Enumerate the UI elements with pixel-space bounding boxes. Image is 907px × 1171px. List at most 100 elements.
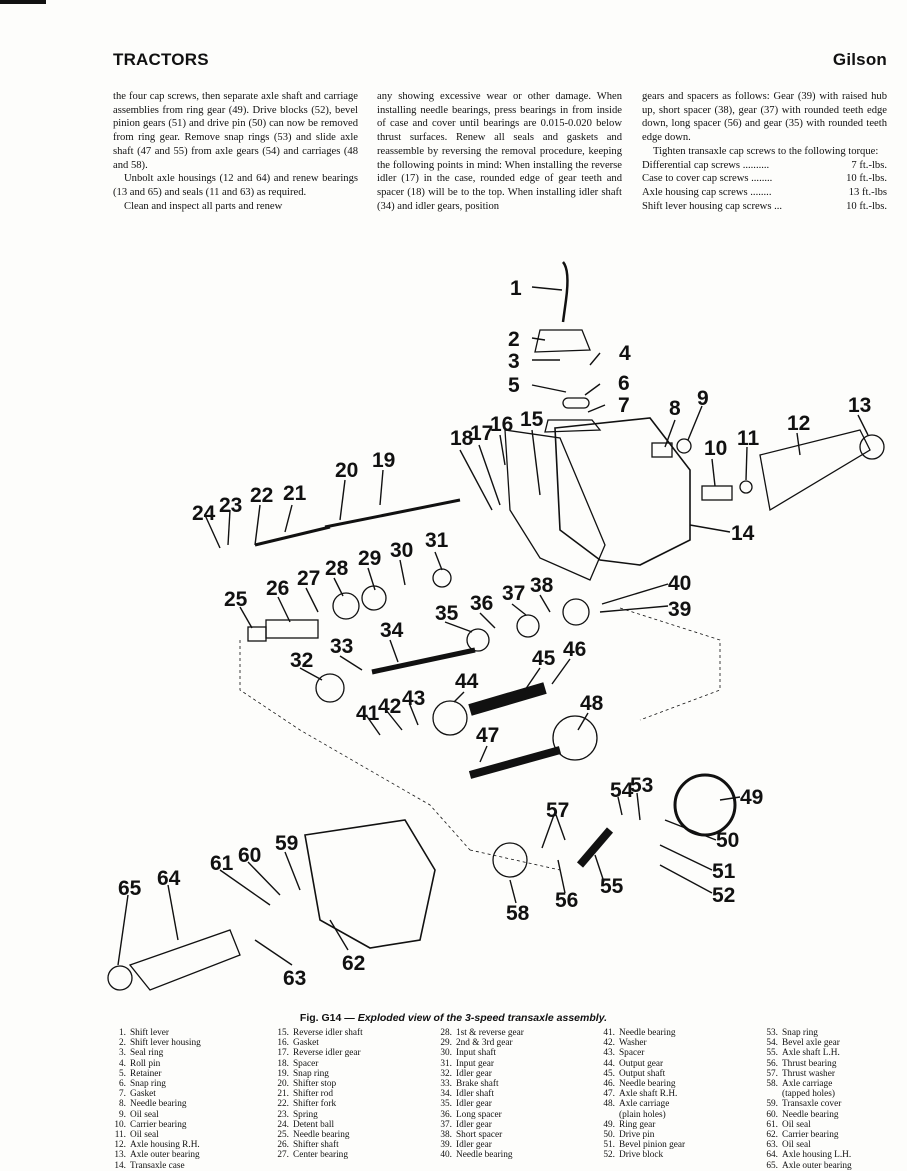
section-header-tractors: TRACTORS <box>113 50 209 69</box>
text-column-1: the four cap screws, then separate axle … <box>113 90 358 213</box>
ring-gear-drawing <box>673 773 737 837</box>
legend-item: 52.Drive block <box>603 1150 664 1161</box>
paragraph: Clean and inspect all parts and renew <box>124 200 283 212</box>
callout-40: 40 <box>668 572 691 595</box>
legend-item: 20.Shifter stop <box>277 1079 337 1090</box>
callout-31: 31 <box>425 529 449 552</box>
legend-item: 21.Shifter rod <box>277 1089 334 1100</box>
legend-item: 63.Oil seal <box>766 1140 811 1151</box>
paragraph: Unbolt axle housings (12 and 64) and ren… <box>113 173 358 198</box>
legend-item: 37.Idler gear <box>440 1119 492 1130</box>
legend-item: 5.Retainer <box>119 1068 162 1079</box>
top-rule <box>0 0 46 4</box>
callout-5: 5 <box>508 374 520 397</box>
torque-dots: ........ <box>748 173 773 185</box>
callout-28: 28 <box>325 557 349 580</box>
callout-43: 43 <box>402 687 425 710</box>
callout-35: 35 <box>435 602 459 625</box>
carriage-58-drawing <box>492 842 528 878</box>
legend-item: 33.Brake shaft <box>440 1079 499 1090</box>
legend-item: 62.Carrier bearing <box>766 1130 839 1141</box>
legend-item: 26.Shifter shaft <box>277 1140 339 1151</box>
legend-item: 1.Shift lever <box>119 1028 169 1038</box>
torque-label: Case to cover cap screws <box>642 173 749 185</box>
legend-column-1: 1.Shift lever 2.Shift lever housing 3.Se… <box>108 1028 273 1171</box>
legend-item: 64.Axle housing L.H. <box>766 1150 852 1161</box>
oil-seal-11-drawing <box>739 480 753 494</box>
legend-item: 25.Needle bearing <box>277 1130 350 1141</box>
axle-housing-lh-drawing <box>128 929 241 991</box>
legend-item: 49.Ring gear <box>603 1119 656 1130</box>
gasket-16-drawing <box>504 429 606 581</box>
legend-item: 30.Input shaft <box>440 1048 497 1059</box>
paragraph: Tighten transaxle cap screws to the foll… <box>653 145 879 157</box>
callout-55: 55 <box>600 875 624 898</box>
gear-35-drawing <box>466 628 490 652</box>
callout-57: 57 <box>546 799 569 822</box>
legend-item: 41.Needle bearing <box>603 1028 676 1038</box>
callout-7: 7 <box>618 394 630 417</box>
shifter-rod-drawing <box>254 525 331 547</box>
torque-value: 10 ft.-lbs. <box>846 173 887 185</box>
legend-item: 8.Needle bearing <box>119 1099 187 1110</box>
callout-50: 50 <box>716 829 739 852</box>
legend-item: 14.Transaxle case <box>114 1160 185 1171</box>
gear-29-drawing <box>361 585 387 611</box>
legend-item: 57.Thrust washer <box>766 1068 835 1079</box>
torque-value: 10 ft.-lbs. <box>846 200 887 212</box>
callout-20: 20 <box>335 459 358 482</box>
legend-item: 28.1st & reverse gear <box>440 1028 524 1038</box>
legend-column-4: 41.Needle bearing 42.Washer 43.Spacer 44… <box>597 1028 762 1161</box>
callout-4: 4 <box>619 342 631 365</box>
callout-14: 14 <box>731 522 755 545</box>
legend-column-3: 28.1st & reverse gear 29.2nd & 3rd gear … <box>434 1028 599 1161</box>
callout-22: 22 <box>250 484 273 507</box>
legend-item: 24.Detent ball <box>277 1119 335 1130</box>
callout-44: 44 <box>455 670 479 693</box>
torque-value: 7 ft.-lbs. <box>851 159 887 171</box>
callout-41: 41 <box>356 702 380 725</box>
callout-63: 63 <box>283 967 306 990</box>
carrier-bearing-10-drawing <box>701 485 733 501</box>
callout-38: 38 <box>530 574 554 597</box>
callout-13: 13 <box>848 394 871 417</box>
needle-bearing-8-drawing <box>651 442 673 458</box>
paragraph: any showing excessive wear or other dama… <box>377 91 622 212</box>
parts-legend: 1.Shift lever 2.Shift lever housing 3.Se… <box>108 1028 898 1171</box>
retainer-drawing <box>562 397 590 409</box>
legend-column-5: 53.Snap ring 54.Bevel axle gear 55.Axle … <box>760 1028 907 1171</box>
legend-item: 38.Short spacer <box>440 1130 503 1141</box>
callout-51: 51 <box>712 860 736 883</box>
callout-15: 15 <box>520 408 544 431</box>
callout-9: 9 <box>697 387 709 410</box>
caption-prefix: Fig. G14 — <box>299 1012 358 1024</box>
caption-text: Exploded view of the 3-speed transaxle a… <box>357 1012 608 1024</box>
paragraph: the four cap screws, then separate axle … <box>113 91 358 171</box>
legend-item: 44.Output gear <box>603 1058 664 1069</box>
callout-65: 65 <box>118 877 142 900</box>
figure-caption: Fig. G14 — Exploded view of the 3-speed … <box>0 1012 907 1024</box>
torque-dots: ........ <box>747 186 772 198</box>
axle-shaft-lh-drawing <box>576 827 614 868</box>
callout-10: 10 <box>704 437 727 460</box>
callout-8: 8 <box>669 397 681 420</box>
legend-item: 54.Bevel axle gear <box>766 1038 840 1049</box>
legend-item: 46.Needle bearing <box>603 1079 676 1090</box>
callout-56: 56 <box>555 889 578 912</box>
callout-17: 17 <box>470 422 493 445</box>
torque-label: Shift lever housing cap screws <box>642 200 772 212</box>
callout-49: 49 <box>740 786 763 809</box>
paragraph: gears and spacers as follows: Gear (39) … <box>642 91 887 144</box>
callout-19: 19 <box>372 449 395 472</box>
callout-2: 2 <box>508 328 520 351</box>
legend-item: 51.Bevel pinion gear <box>603 1140 686 1151</box>
torque-value: 13 ft.-lbs <box>848 186 887 198</box>
legend-item: 39.Idler gear <box>440 1140 492 1151</box>
transaxle-cover-drawing <box>304 819 436 949</box>
callout-3: 3 <box>508 350 520 373</box>
torque-row: Case to cover cap screws ........ 10 ft.-… <box>642 172 887 186</box>
text-column-2: any showing excessive wear or other dama… <box>377 90 622 213</box>
carriage-48-drawing <box>552 715 598 761</box>
callout-29: 29 <box>358 547 381 570</box>
legend-item: 59.Transaxle cover <box>766 1099 842 1110</box>
